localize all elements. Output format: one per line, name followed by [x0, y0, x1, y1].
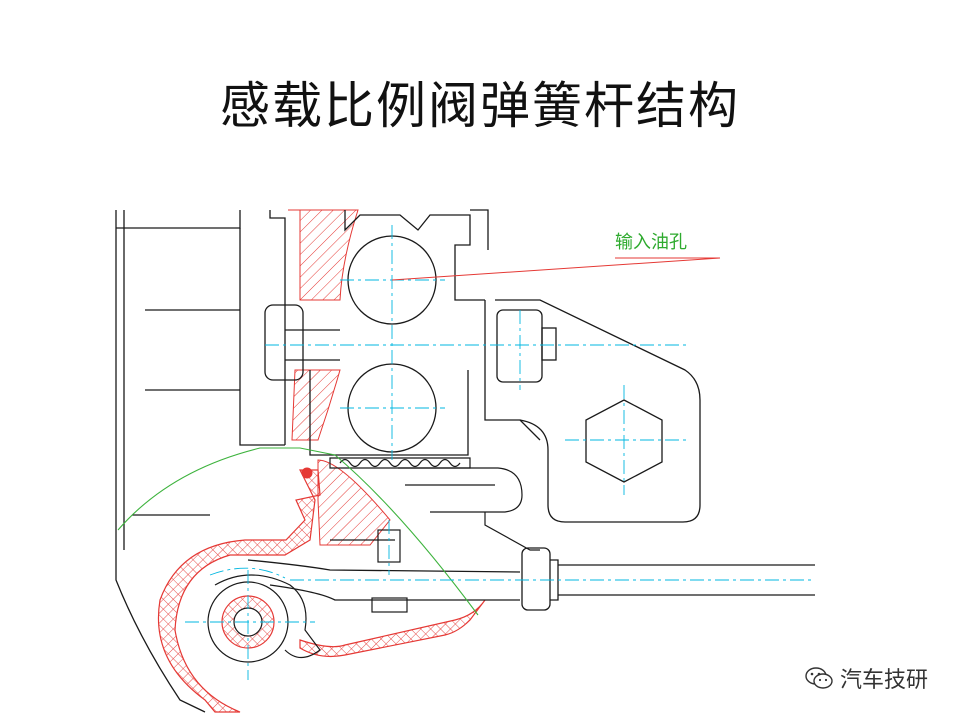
left-bolt	[264, 304, 340, 381]
valve-housing	[115, 210, 286, 713]
mounting-bracket	[495, 299, 701, 523]
watermark-text: 汽车技研	[839, 668, 928, 693]
center-lines	[185, 225, 815, 680]
input-port-callout: 输入油孔	[391, 232, 721, 281]
spring-rod	[247, 547, 815, 611]
spring-assembly	[329, 457, 540, 613]
hex-nut	[585, 399, 663, 483]
input-port-label: 输入油孔	[615, 232, 687, 253]
watermark: 汽车技研	[804, 662, 928, 694]
page-title: 感载比例阀弹簧杆结构	[220, 77, 740, 135]
section-hatch	[288, 209, 391, 546]
wechat-icon	[805, 667, 833, 689]
section-cut-line	[117, 447, 479, 616]
leader-line	[391, 257, 721, 281]
small-pin	[301, 467, 313, 479]
